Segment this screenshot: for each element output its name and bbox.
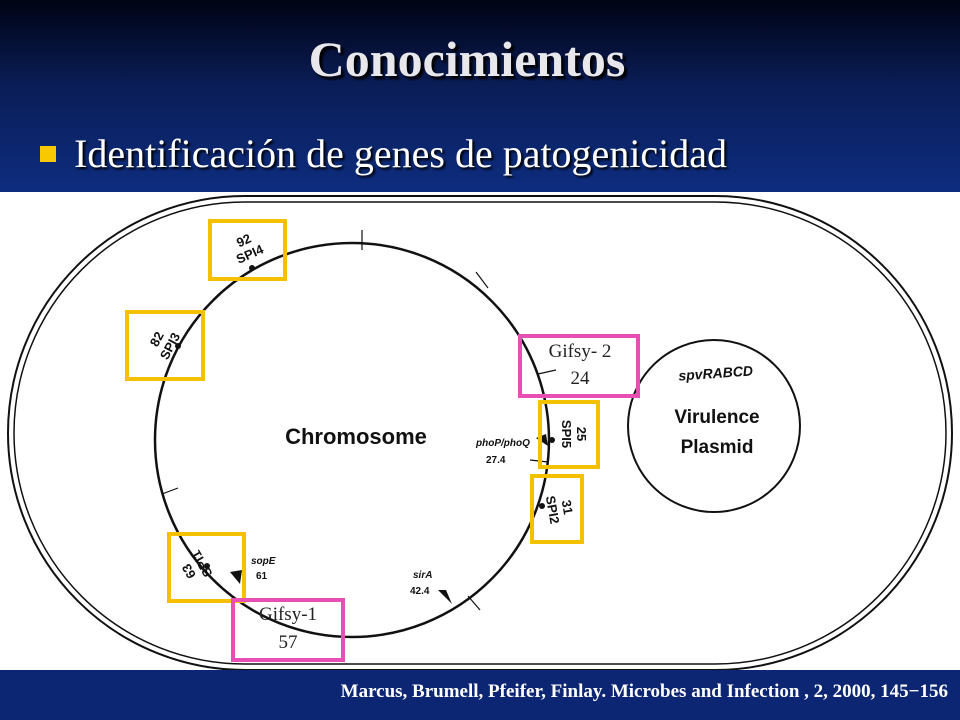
sirA-gene-position: 42.4 (410, 586, 430, 597)
plasmid-label-line2: Plasmid (681, 437, 754, 458)
spi3-position: 82 (147, 329, 167, 349)
spi2-island: 31 SPI2 (543, 495, 576, 525)
gifsy2-position: 24 (571, 368, 591, 389)
sirA-arrow-icon (438, 590, 452, 604)
spi2-position: 31 (559, 499, 576, 516)
bullet-text: Identificación de genes de patogenicidad (74, 130, 728, 176)
spi5-locus-dot (549, 437, 555, 443)
spi3-island: 82 SPI3 (147, 329, 184, 362)
citation-bar: Marcus, Brumell, Pfeifer, Finlay. Microb… (0, 670, 960, 720)
spi4-island: 92 SPI4 (234, 231, 267, 267)
spi4-locus-dot (249, 265, 255, 271)
spi4-position: 92 (234, 231, 253, 251)
spi1-position: 63 (179, 561, 199, 581)
bullet-item: Identificación de genes de patogenicidad (40, 128, 727, 178)
sopE-gene-position: 61 (256, 571, 268, 582)
phop-gene-name: phoP/phoQ (475, 438, 530, 449)
plasmid-label-line1: Virulence (674, 407, 759, 428)
spi1-box (167, 532, 246, 603)
bacterial-genome-figure: Chromosome Virulence Plasmid spvRABCD 92… (0, 192, 960, 670)
spi2-box (530, 474, 584, 544)
spi1-locus-dot (204, 563, 210, 569)
gifsy1-position: 57 (279, 632, 298, 653)
plasmid-circle (627, 339, 801, 513)
chromosome-ticks (161, 230, 557, 611)
slide-title: Conocimientos (308, 31, 626, 87)
genome-diagram-svg: Chromosome Virulence Plasmid spvRABCD 92… (7, 195, 953, 670)
gifsy1-box (231, 598, 345, 662)
chromosome-label: Chromosome (285, 424, 427, 449)
phop-gene-position: 27.4 (486, 455, 506, 466)
spi3-box (125, 310, 205, 381)
cell-outline-outer (7, 195, 953, 670)
sopE-arrow-icon (230, 570, 242, 584)
spi3-locus-dot (175, 343, 181, 349)
spi2-name: SPI2 (543, 495, 563, 525)
citation-text: Marcus, Brumell, Pfeifer, Finlay. Microb… (340, 681, 948, 702)
sirA-gene-name: sirA (413, 570, 432, 581)
spi2-locus-dot (539, 503, 545, 509)
spi5-island: 25 SPI5 (559, 420, 589, 448)
cell-outline-inner (13, 201, 947, 665)
spi5-name: SPI5 (559, 420, 574, 448)
spi4-box (208, 219, 287, 281)
bullet-square-icon (40, 146, 56, 162)
gifsy2-box (518, 334, 640, 398)
plasmid-genes-label: spvRABCD (678, 362, 754, 383)
gifsy1-name: Gifsy-1 (259, 604, 317, 625)
spi5-box (538, 400, 600, 469)
spi5-position: 25 (574, 427, 589, 441)
gifsy2-name: Gifsy- 2 (549, 341, 612, 362)
sopE-gene-name: sopE (251, 556, 276, 567)
